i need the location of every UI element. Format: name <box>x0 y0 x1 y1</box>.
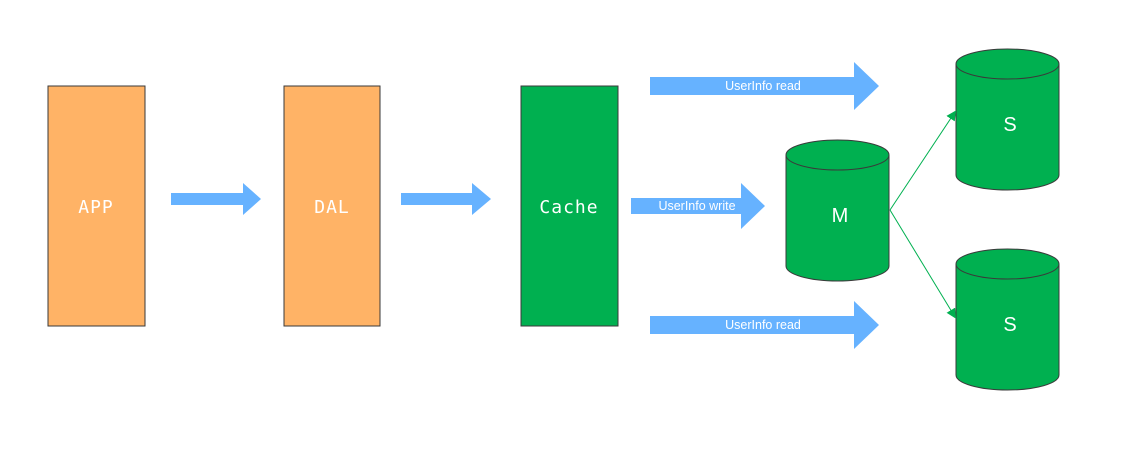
app-block: APP <box>47 85 146 327</box>
dal-label: DAL <box>314 197 350 218</box>
app-label: APP <box>78 197 114 218</box>
dal-block: DAL <box>283 85 381 327</box>
replication-arrow-bottom <box>889 209 957 319</box>
userinfo-read-bottom-label: UserInfo read <box>725 318 801 332</box>
userinfo-read-top-label: UserInfo read <box>725 79 801 93</box>
slave-db-top-cylinder: S <box>955 48 1060 191</box>
slave-db-bottom-cylinder: S <box>955 248 1060 391</box>
userinfo-read-bottom-arrow: UserInfo read <box>650 301 879 349</box>
slave-db-top-label: S <box>1003 114 1016 136</box>
userinfo-read-top-arrow: UserInfo read <box>650 62 879 110</box>
master-db-label: M <box>832 205 849 227</box>
master-db-cylinder: M <box>785 139 890 282</box>
slave-db-bottom-label: S <box>1003 314 1016 336</box>
replication-arrow-top <box>889 110 957 211</box>
userinfo-write-label: UserInfo write <box>658 199 735 213</box>
app-to-dal-arrow <box>171 183 261 215</box>
userinfo-write-arrow: UserInfo write <box>631 183 765 229</box>
cache-label: Cache <box>539 197 598 218</box>
cache-block: Cache <box>520 85 619 327</box>
dal-to-cache-arrow <box>401 183 491 215</box>
